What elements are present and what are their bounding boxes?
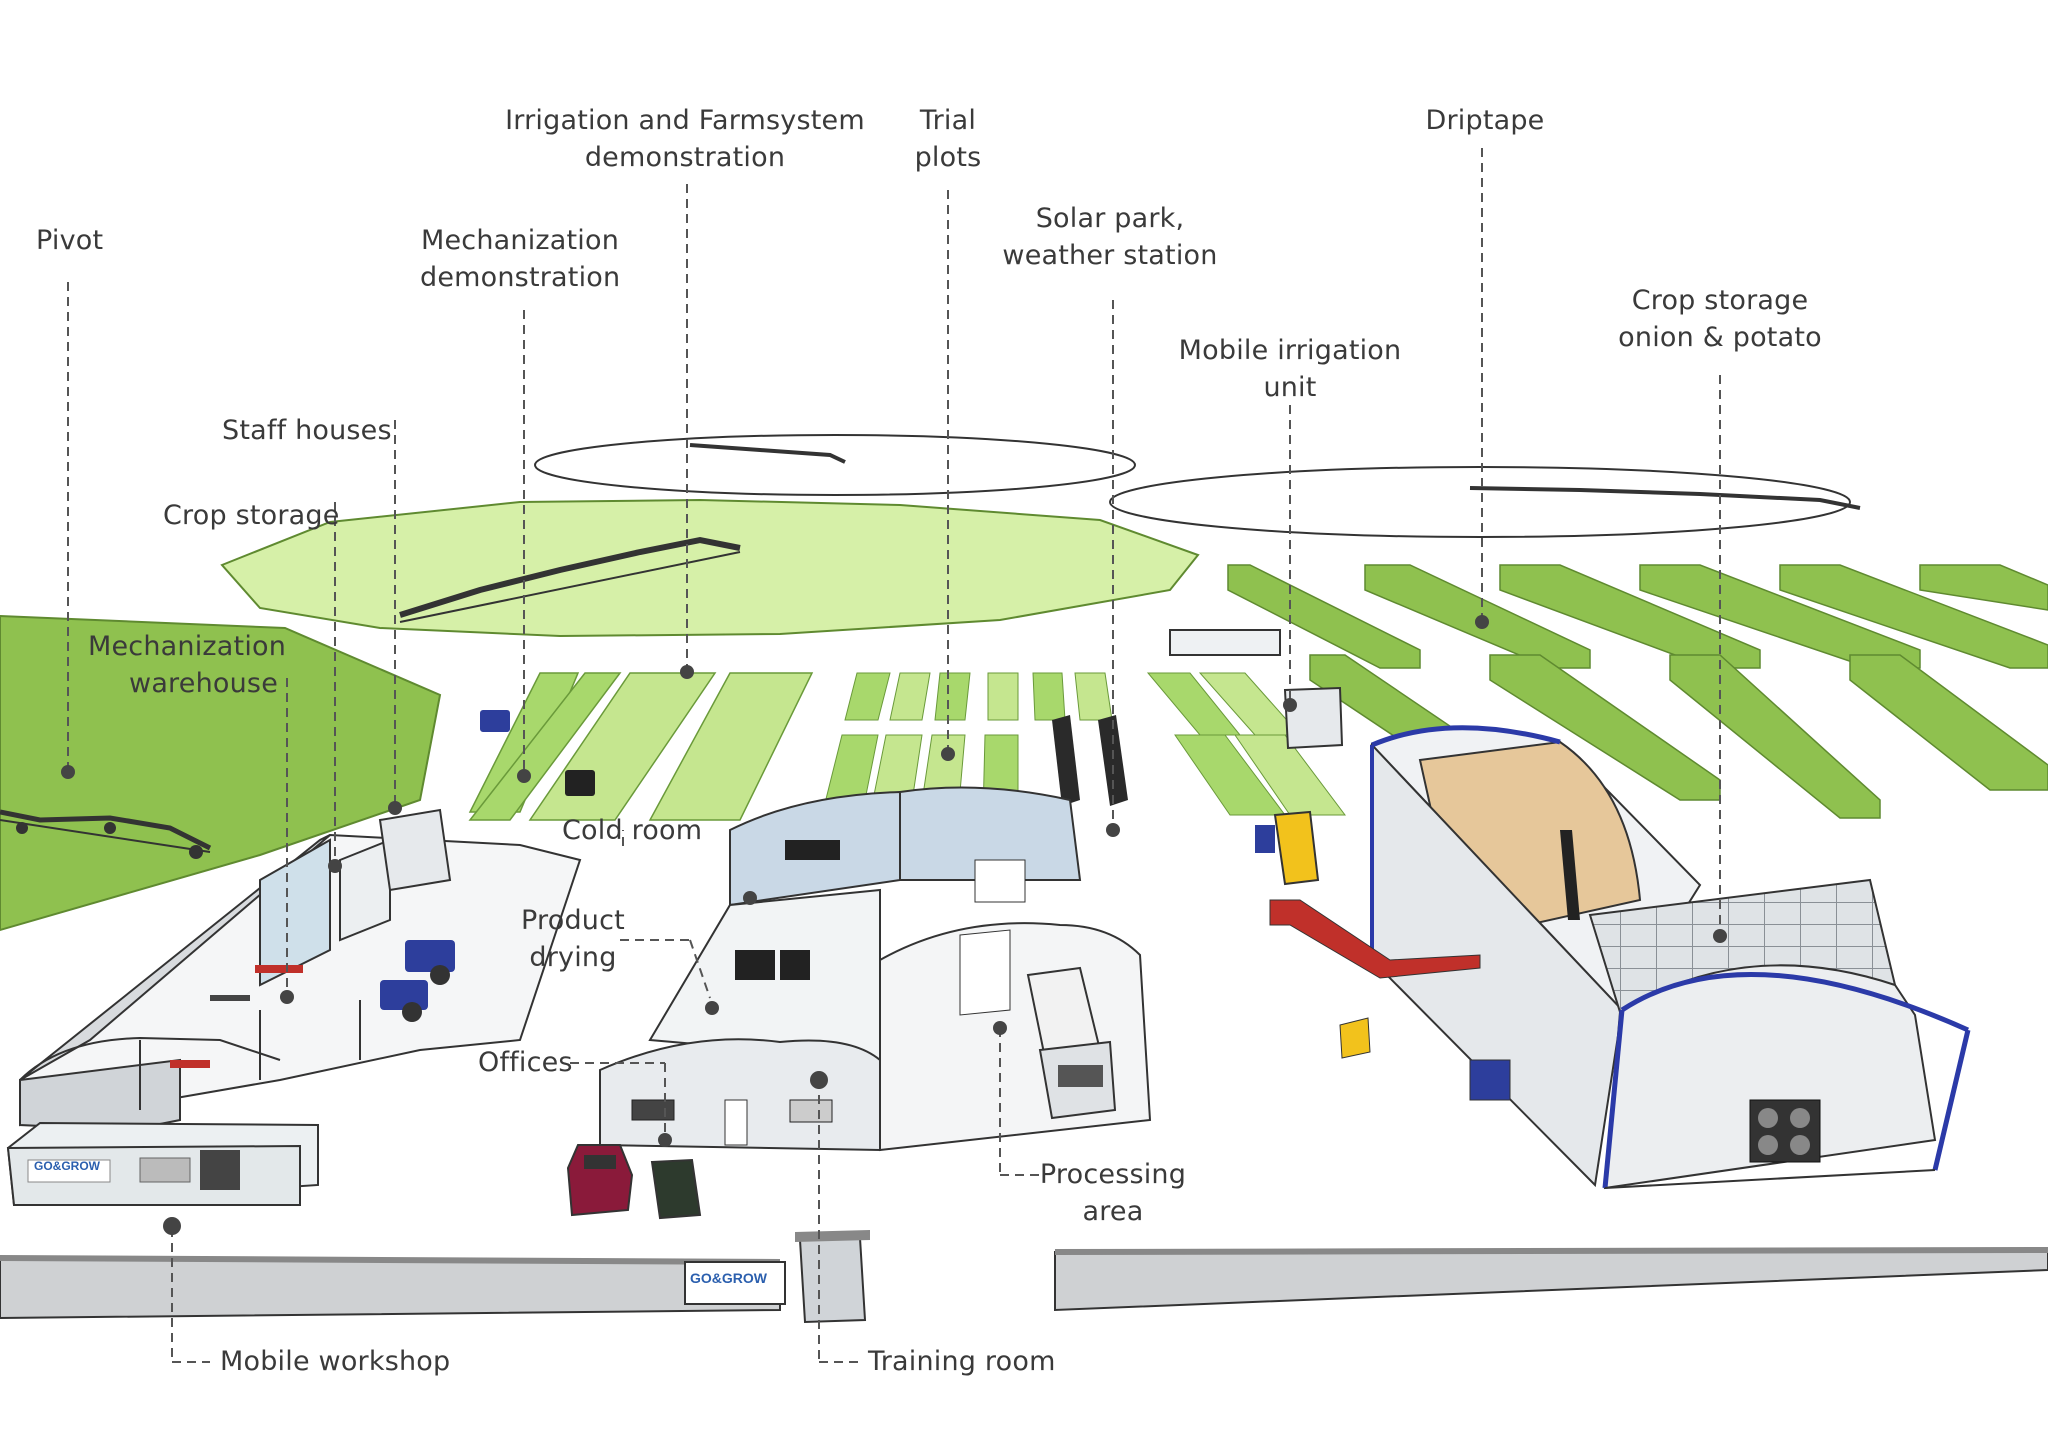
- label-training-room-text: Training room: [868, 1346, 1056, 1377]
- label-mechanization-demo-line2: demonstration: [420, 262, 621, 293]
- label-crop-onion-line2: onion & potato: [1618, 322, 1822, 353]
- label-irrigation-line1: Irrigation and Farmsystem: [505, 105, 865, 136]
- label-processing-area: Processing area: [1038, 1156, 1188, 1230]
- label-pivot: Pivot: [36, 222, 103, 259]
- label-offices-text: Offices: [478, 1047, 573, 1078]
- label-staff-houses-text: Staff houses: [222, 415, 392, 446]
- mechanization-warehouse: [19, 808, 582, 1132]
- crop-storage-onion-potato: [1370, 725, 1971, 1190]
- guard-house: [795, 1230, 870, 1324]
- mobile-irrigation-unit: [1169, 629, 1344, 750]
- label-crop-storage: Crop storage: [163, 497, 340, 534]
- label-processing-line2: area: [1082, 1196, 1144, 1227]
- label-cold-room: Cold room: [562, 812, 702, 849]
- label-crop-onion-line1: Crop storage: [1631, 285, 1809, 316]
- harvest-conveyor: [1255, 810, 1511, 1101]
- label-mechanization-warehouse: Mechanization warehouse: [88, 628, 287, 702]
- label-crop-storage-text: Crop storage: [163, 500, 340, 531]
- implements-red: [170, 965, 303, 1068]
- solar-panels: [1052, 715, 1128, 806]
- label-solar-park: Solar park, weather station: [1000, 200, 1220, 274]
- label-crop-storage-onion-potato: Crop storage onion & potato: [1610, 282, 1830, 356]
- drip-strips-front: [1146, 672, 1346, 816]
- demo-strips: [468, 672, 814, 821]
- boundary-wall: [0, 1247, 2048, 1320]
- label-trial-plots: Trial plots: [898, 102, 998, 176]
- label-irrigation-line2: demonstration: [584, 142, 786, 173]
- tractors-warehouse: [380, 710, 595, 1022]
- label-product-drying-line2: drying: [529, 942, 617, 973]
- gate-sign: GO&GROW: [684, 1261, 786, 1305]
- label-mech-warehouse-line1: Mechanization: [88, 631, 287, 662]
- label-trial-line1: Trial: [919, 105, 977, 136]
- label-mobile-workshop: Mobile workshop: [220, 1343, 450, 1380]
- pivot-field-center: [220, 498, 1200, 638]
- label-staff-houses: Staff houses: [222, 412, 392, 449]
- leader-dots: [61, 615, 1727, 1235]
- label-mobile-irrigation: Mobile irrigation unit: [1175, 332, 1405, 406]
- gate-logo-text: GO&GROW: [690, 1270, 768, 1286]
- label-pivot-text: Pivot: [36, 225, 104, 256]
- label-solar-line1: Solar park,: [1035, 203, 1185, 234]
- label-driptape: Driptape: [1420, 102, 1550, 139]
- label-product-drying: Product drying: [518, 902, 628, 976]
- label-training-room: Training room: [868, 1343, 1056, 1380]
- label-driptape-text: Driptape: [1425, 105, 1545, 136]
- label-solar-line2: weather station: [1002, 240, 1218, 271]
- label-irrigation-farmsystem: Irrigation and Farmsystem demonstration: [505, 102, 865, 176]
- offices-building: [599, 1038, 881, 1152]
- container-logo-text: GO&GROW: [34, 1159, 101, 1173]
- label-offices: Offices: [478, 1044, 573, 1081]
- pivot-field-left: [0, 614, 442, 932]
- label-mobile-irrigation-line1: Mobile irrigation: [1178, 335, 1402, 366]
- label-trial-line2: plots: [914, 142, 982, 173]
- leader-lines: [67, 148, 1721, 1363]
- cold-room-building: [729, 786, 1082, 907]
- label-mechanization-demo-line1: Mechanization: [420, 225, 620, 256]
- cars: [566, 1144, 702, 1220]
- pivot-field-right: [1109, 466, 1861, 538]
- label-processing-line1: Processing: [1039, 1159, 1187, 1190]
- product-drying-building: [648, 888, 881, 1062]
- label-mobile-irrigation-line2: unit: [1263, 372, 1317, 403]
- driptape-rows: [1227, 564, 2048, 819]
- truck: [1026, 966, 1117, 1120]
- label-product-drying-line1: Product: [521, 905, 625, 936]
- pivot-field-back: [534, 434, 1136, 496]
- label-mobile-workshop-text: Mobile workshop: [220, 1346, 451, 1377]
- label-mech-warehouse-line2: warehouse: [129, 668, 278, 699]
- label-mechanization-demonstration: Mechanization demonstration: [420, 222, 620, 296]
- mobile-workshop-container: GO&GROW: [6, 1121, 319, 1207]
- label-cold-room-text: Cold room: [562, 815, 703, 846]
